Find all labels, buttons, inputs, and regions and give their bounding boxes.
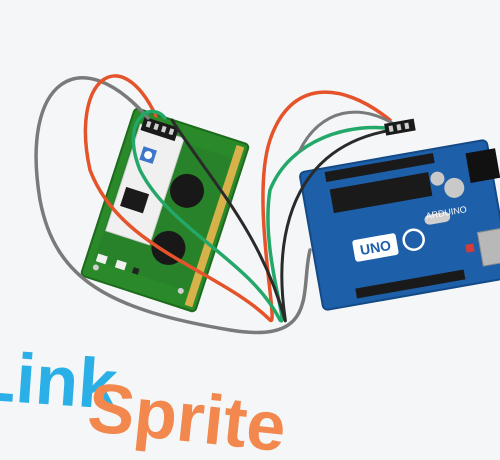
arduino-wire-connector [384, 118, 416, 136]
lcd-connector [140, 116, 179, 142]
lcd-header-pins [184, 144, 245, 308]
wire-black [170, 118, 412, 323]
lcd-chip-blob-1 [169, 173, 204, 208]
board-brand-text: UNO [359, 237, 393, 258]
wire-orange [83, 74, 392, 322]
wire-gray-2 [298, 110, 402, 152]
wire-gray [34, 76, 312, 335]
capacitor [444, 177, 465, 198]
arduino-logo-icon [402, 228, 425, 251]
crystal [424, 211, 451, 225]
top-header [324, 153, 435, 183]
atmega-chip [329, 172, 433, 214]
dc-jack [465, 148, 500, 183]
bottom-header [355, 269, 466, 299]
reset-button [465, 243, 475, 253]
lcd-chip-blob-2 [151, 230, 186, 265]
lcd-module [80, 107, 250, 313]
watermark-sprite: Sprite [84, 368, 290, 460]
backpack-chip [120, 186, 150, 214]
arduino-board: UNO ARDUINO [299, 139, 500, 311]
usb-connector [476, 225, 500, 267]
wire-green [131, 109, 402, 323]
jumper-wires [34, 74, 412, 335]
